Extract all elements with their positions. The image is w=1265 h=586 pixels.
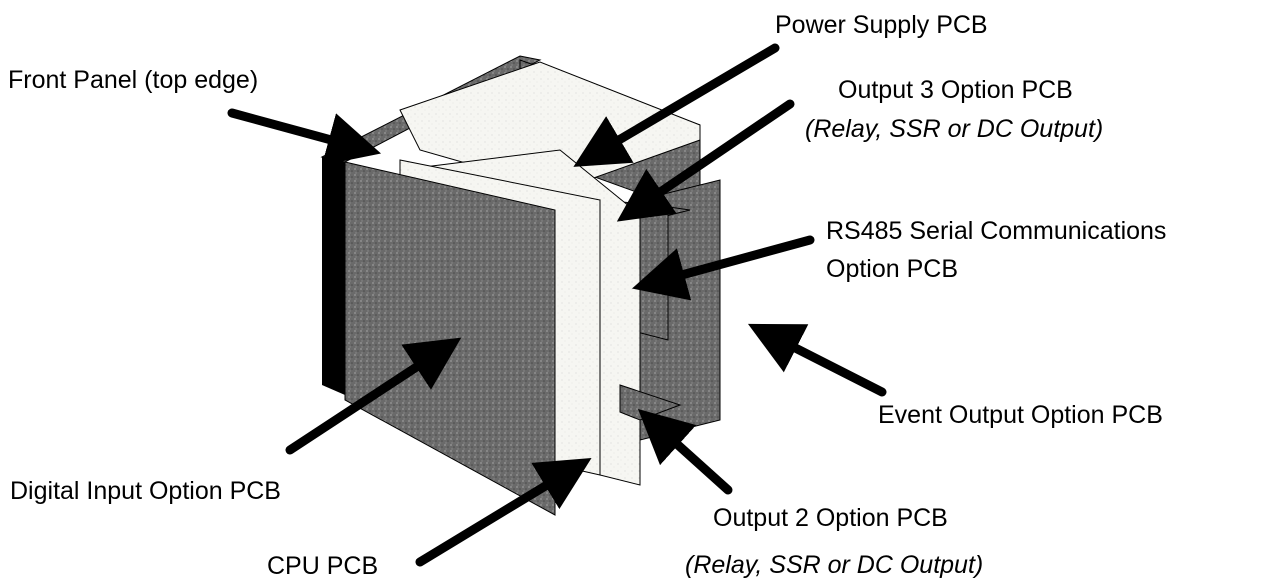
label-output2-sub: (Relay, SSR or DC Output) [685,551,984,579]
arrow-cpu [415,458,592,567]
label-digital-input: Digital Input Option PCB [10,477,281,505]
label-cpu: CPU PCB [267,552,379,580]
label-rs485-line1: RS485 Serial Communications [826,217,1167,245]
arrow-output2 [637,408,733,495]
arrow-front-panel [227,108,382,166]
arrow-rs485 [631,235,815,301]
arrow-digital-input [285,337,462,455]
label-output2: Output 2 Option PCB [713,504,948,532]
arrow-output3 [616,99,795,222]
label-output3: Output 3 Option PCB [838,76,1073,104]
arrow-power-supply [573,43,780,167]
arrow-event-output [747,323,887,397]
callout-arrows [227,43,887,567]
label-output3-sub: (Relay, SSR or DC Output) [805,115,1104,143]
label-event-output: Event Output Option PCB [878,401,1163,429]
label-rs485-line2: Option PCB [826,255,959,283]
digital-input-board [344,161,556,516]
front-panel-edge [322,157,345,395]
label-power-supply: Power Supply PCB [775,11,988,39]
label-front-panel: Front Panel (top edge) [8,66,259,94]
